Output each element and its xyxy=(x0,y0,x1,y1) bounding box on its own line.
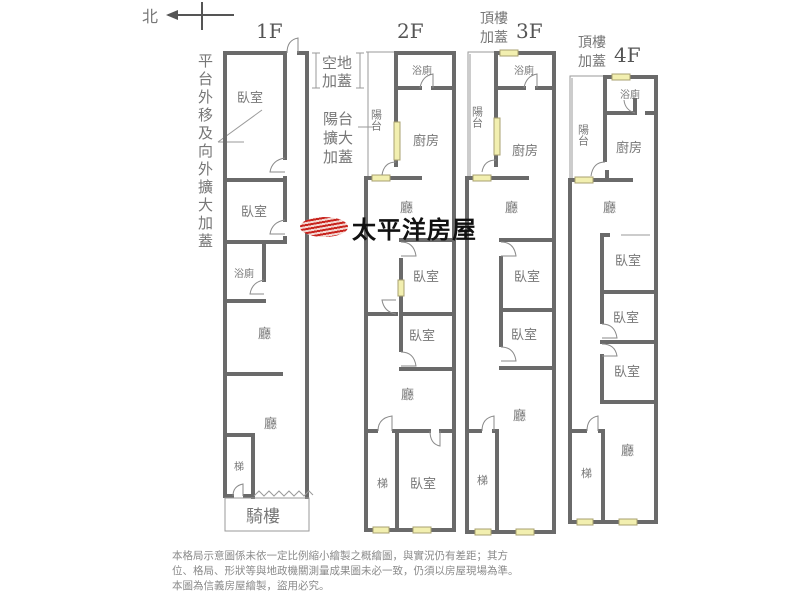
svg-text:向: 向 xyxy=(198,142,213,160)
room-stairs: 梯 xyxy=(377,477,388,490)
svg-text:外: 外 xyxy=(198,160,213,178)
room-kitchen: 廚房 xyxy=(413,133,439,149)
svg-text:加: 加 xyxy=(198,214,213,232)
floor-title-2f: 2F xyxy=(397,19,424,43)
annotation-2f: 空地 加蓋 陽台 擴大 加蓋 xyxy=(312,52,374,166)
room-stairs: 梯 xyxy=(477,474,488,487)
room-bedroom: 臥室 xyxy=(613,310,639,326)
room-arcade: 騎樓 xyxy=(246,507,280,527)
room-living: 廳 xyxy=(401,387,414,403)
room-living: 廳 xyxy=(513,408,526,424)
room-bedroom: 臥室 xyxy=(409,328,435,344)
room-living: 廳 xyxy=(258,326,271,342)
room-bedroom: 臥室 xyxy=(237,90,263,106)
floor-4f: 頂樓 加蓋 4F xyxy=(568,35,658,526)
floor-prefix-3f: 頂樓 xyxy=(480,11,508,27)
floor-title-3f: 3F xyxy=(516,19,543,43)
svg-text:平: 平 xyxy=(198,52,213,70)
svg-text:加蓋: 加蓋 xyxy=(578,54,606,70)
room-bedroom: 臥室 xyxy=(615,253,641,269)
svg-text:台: 台 xyxy=(198,70,213,88)
disclaimer-line: 本格局示意圖係未依一定比例縮小繪製之概繪圖，與實況仍有差距；其方 xyxy=(172,550,508,562)
disclaimer: 本格局示意圖係未依一定比例縮小繪製之概繪圖，與實況仍有差距；其方 位、格局、形狀… xyxy=(172,549,642,594)
room-living: 廳 xyxy=(264,416,277,432)
room-bathroom: 浴廁 xyxy=(234,267,254,280)
room-living: 廳 xyxy=(505,200,518,216)
room-bedroom: 臥室 xyxy=(511,327,537,343)
svg-text:大: 大 xyxy=(198,196,213,214)
room-living: 廳 xyxy=(603,200,616,216)
room-balcony: 陽台 xyxy=(370,109,383,131)
room-living: 廳 xyxy=(400,200,413,216)
room-bathroom: 浴廁 xyxy=(412,64,432,77)
svg-text:擴: 擴 xyxy=(198,178,213,196)
room-bedroom: 臥室 xyxy=(413,269,439,285)
floor-3f: 頂樓 加蓋 3F xyxy=(465,11,556,536)
floor-title-1f: 1F xyxy=(256,19,283,43)
floor-title-4f: 4F xyxy=(614,43,641,67)
room-kitchen: 廚房 xyxy=(616,140,642,156)
floor-2f: 2F 空地 加蓋 陽台 擴大 加蓋 xyxy=(312,19,456,534)
svg-text:陽台: 陽台 xyxy=(323,110,353,128)
brand-name: 太平洋房屋 xyxy=(352,214,477,244)
svg-text:空地: 空地 xyxy=(322,54,352,72)
svg-text:加蓋: 加蓋 xyxy=(322,72,352,90)
svg-text:移: 移 xyxy=(198,106,213,124)
compass-label: 北 xyxy=(142,7,158,26)
room-kitchen: 廚房 xyxy=(512,143,538,159)
room-bedroom: 臥室 xyxy=(241,204,267,220)
annotation-1f: 平 台 外 移 及 向 外 擴 大 加 蓋 xyxy=(198,52,263,250)
room-stairs: 梯 xyxy=(234,460,244,473)
svg-text:及: 及 xyxy=(198,124,213,142)
room-bedroom: 臥室 xyxy=(410,476,436,492)
floor-prefix-4f: 頂樓 xyxy=(578,35,606,51)
room-bedroom: 臥室 xyxy=(514,269,540,285)
floor-1f: 1F 平 台 外 移 及 向 外 擴 大 加 蓋 xyxy=(198,19,314,532)
room-living: 廳 xyxy=(621,443,634,459)
disclaimer-line: 本圖為信義房屋繪製，盜用必究。 xyxy=(172,580,330,592)
svg-text:加蓋: 加蓋 xyxy=(480,30,508,46)
north-arrow-icon: 北 xyxy=(142,2,234,30)
room-stairs: 梯 xyxy=(581,467,592,480)
svg-text:擴大: 擴大 xyxy=(323,129,353,147)
svg-text:加蓋: 加蓋 xyxy=(323,148,353,166)
room-bedroom: 臥室 xyxy=(614,364,640,380)
room-bathroom: 浴廁 xyxy=(620,88,640,101)
room-balcony: 陽台 xyxy=(471,106,484,128)
brand-logo-icon xyxy=(300,217,348,237)
svg-text:外: 外 xyxy=(198,88,213,106)
room-balcony: 陽台 xyxy=(577,124,590,146)
brand-watermark: 太平洋房屋 xyxy=(300,213,477,244)
room-bathroom: 浴廁 xyxy=(514,64,534,77)
svg-text:蓋: 蓋 xyxy=(198,232,213,250)
disclaimer-line: 位、格局、形狀等與地政機關測量成果圖未必一致，仍須以房屋現場為準。 xyxy=(172,565,519,577)
